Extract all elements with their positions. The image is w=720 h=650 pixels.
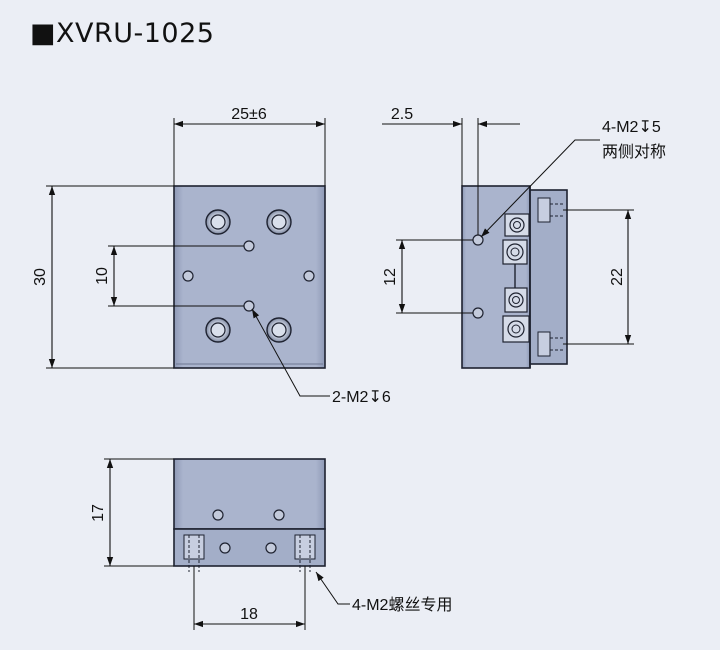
front-hole-leader xyxy=(251,308,330,397)
bottom-screw-leader xyxy=(315,571,350,605)
bottom-hole-4 xyxy=(265,542,277,554)
bottom-height-label: 17 xyxy=(90,504,107,522)
front-width-label: 25±6 xyxy=(231,106,267,123)
side-hole-spacing-label: 12 xyxy=(382,268,399,286)
side-hole-callout-line1: 4-M2↧5 xyxy=(602,119,661,136)
bottom-screw-spacing-label: 18 xyxy=(240,606,258,623)
side-mount-spacing-label: 22 xyxy=(609,268,626,286)
side-screw-head-2 xyxy=(502,239,528,265)
side-screw-top xyxy=(537,197,563,223)
bottom-body-upper xyxy=(173,458,326,530)
bottom-view: 17 18 4-M2螺丝专用 xyxy=(90,458,452,630)
side-offset-label: 2.5 xyxy=(391,106,413,123)
bottom-hole-3 xyxy=(219,542,231,554)
counterbore-hole-top-right xyxy=(266,209,292,235)
side-view: 2.5 12 22 4-M2↧5 两侧对称 xyxy=(382,106,666,369)
tapped-hole-upper xyxy=(243,240,255,252)
bottom-hole-1 xyxy=(212,509,224,521)
side-screw-bottom xyxy=(537,331,563,357)
counterbore-hole-top-left xyxy=(205,209,231,235)
side-hole-leader xyxy=(480,139,600,238)
bottom-screw-right xyxy=(294,534,316,572)
front-body xyxy=(173,185,326,369)
counterbore-hole-bottom-left xyxy=(205,317,231,343)
bottom-screw-callout: 4-M2螺丝专用 xyxy=(352,596,452,614)
side-hole-lower xyxy=(472,307,484,319)
pin-hole-right xyxy=(303,270,315,282)
front-view: 25±6 30 10 2-M2↧6 xyxy=(32,106,391,406)
side-hole-callout-line2: 两侧对称 xyxy=(602,143,666,161)
pin-hole-left xyxy=(182,270,194,282)
bottom-hole-2 xyxy=(273,509,285,521)
side-screw-head-1 xyxy=(504,213,530,237)
side-screw-head-3 xyxy=(504,287,528,313)
front-height-label: 30 xyxy=(32,268,49,286)
front-hole-spacing-label: 10 xyxy=(94,267,111,285)
part-title: ■XVRU-1025 xyxy=(30,18,215,49)
front-hole-callout: 2-M2↧6 xyxy=(332,389,391,406)
bottom-screw-left xyxy=(183,534,205,572)
counterbore-hole-bottom-right xyxy=(266,317,292,343)
side-screw-head-4 xyxy=(502,315,530,343)
